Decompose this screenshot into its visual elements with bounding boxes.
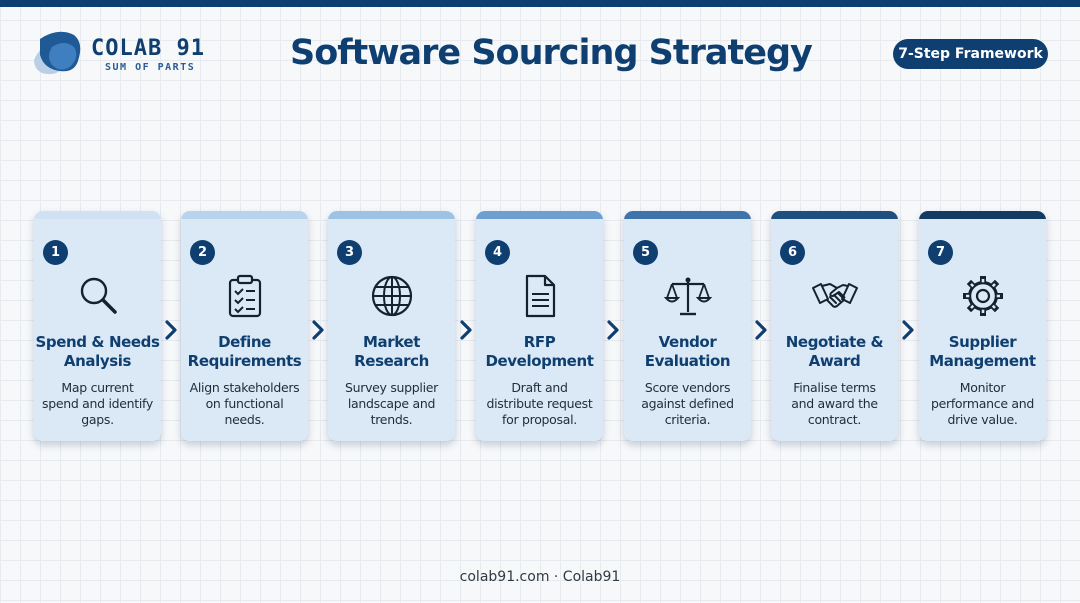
step-description: Map current spend and identify gaps. [38,380,157,428]
chevron-right-icon [607,320,619,340]
step-card-6: 6 Negotiate & Award Finalise terms and a… [771,211,898,441]
step-number-badge: 5 [633,240,658,265]
step-description-line: Draft and [511,380,568,395]
top-accent-bar [0,0,1080,7]
step-description-line: needs. [224,412,265,427]
step-title-line: Evaluation [644,352,731,370]
step-color-band [476,211,603,219]
step-description-line: performance and [930,396,1035,411]
logo-mark-icon [34,31,81,75]
logo-name: COLAB 91 [91,36,205,61]
step-title: Spend & Needs Analysis [34,333,161,371]
step-card-body: 6 Negotiate & Award Finalise terms and a… [771,219,898,441]
step-description-line: Map current [61,380,134,395]
step-description-line: Align stakeholders [189,380,300,395]
step-title: Vendor Evaluation [624,333,751,371]
step-description: Score vendors against defined criteria. [628,380,747,428]
step-description-line: Monitor [959,380,1006,395]
chevron-right-icon [460,320,472,340]
step-number-badge: 3 [337,240,362,265]
scales-icon [664,277,712,316]
step-description: Align stakeholders on functional needs. [185,380,304,428]
globe-icon [371,275,413,317]
step-color-band [771,211,898,219]
logo: COLAB 91 SUM OF PARTS [30,27,220,83]
step-description-line: contract. [807,412,862,427]
step-title-line: Negotiate & [785,333,884,351]
chevron-right-icon [902,320,914,340]
step-color-band [181,211,308,219]
step-title-line: Spend & Needs [35,333,160,351]
step-number-badge: 4 [485,240,510,265]
step-description-line: Survey supplier [344,380,439,395]
step-description-line: Score vendors [644,380,731,395]
step-color-band [34,211,161,219]
step-card-body: 3 Market Research Survey supplier landsc… [328,219,455,441]
step-description-line: trends. [370,412,413,427]
step-description-line: and award the [791,396,878,411]
step-card-7: 7 Supplier Management Monitor [919,211,1046,441]
step-card-body: 2 Define Requirements Align stakeholders… [181,219,308,441]
step-title: Market Research [328,333,455,371]
step-description-line: spend and identify [41,396,154,411]
step-number-badge: 1 [43,240,68,265]
step-color-band [624,211,751,219]
step-title-line: Market [363,333,420,351]
step-description-line: criteria. [664,412,711,427]
step-title-line: RFP [523,333,556,351]
step-number-badge: 2 [190,240,215,265]
step-title: Negotiate & Award [771,333,898,371]
step-card-1: 1 Spend & Needs Analysis Map current spe… [34,211,161,441]
step-title-line: Development [485,352,594,370]
step-color-band [328,211,455,219]
step-description-line: on functional [205,396,284,411]
step-card-3: 3 Market Research Survey supplier landsc… [328,211,455,441]
step-title: RFP Development [476,333,603,371]
step-description: Monitor performance and drive value. [923,380,1042,428]
step-title-line: Award [808,352,861,370]
gear-icon [963,276,1003,316]
step-description: Finalise terms and award the contract. [775,380,894,428]
step-title-line: Vendor [658,333,717,351]
step-card-4: 4 RFP Development Draft and distribute r… [476,211,603,441]
step-description-line: distribute request [486,396,593,411]
step-description: Draft and distribute request for proposa… [480,380,599,428]
step-card-body: 5 Vendor Evaluation Score vendors agains… [624,219,751,441]
page-title: Software Sourcing Strategy [290,33,813,73]
step-color-band [919,211,1046,219]
step-card-5: 5 Vendor Evaluation Score vendors agains… [624,211,751,441]
step-description-line: against defined [641,396,734,411]
footer-text: colab91.com · Colab91 [459,569,621,585]
step-card-2: 2 Define Requirements Align stakeholders… [181,211,308,441]
step-card-body: 7 Supplier Management Monitor [919,219,1046,441]
step-title-line: Supplier [948,333,1017,351]
clipboard-checklist-icon [228,274,262,318]
magnifying-glass-icon [80,277,117,314]
step-description: Survey supplier landscape and trends. [332,380,451,428]
step-title-line: Requirements [187,352,302,370]
document-icon [525,274,556,318]
handshake-icon [812,283,858,308]
step-description-line: landscape and [347,396,436,411]
logo-tagline: SUM OF PARTS [105,62,196,73]
step-number-badge: 6 [780,240,805,265]
step-description-line: gaps. [81,412,114,427]
step-title-line: Define [218,333,271,351]
framework-badge: 7-Step Framework [893,39,1048,69]
step-title-line: Analysis [63,352,132,370]
step-title-line: Management [929,352,1036,370]
step-description-line: drive value. [947,412,1018,427]
step-description-line: Finalise terms [793,380,876,395]
chevron-right-icon [165,320,177,340]
chevron-right-icon [755,320,767,340]
step-title-line: Research [354,352,429,370]
step-title: Supplier Management [919,333,1046,371]
step-title: Define Requirements [181,333,308,371]
chevron-right-icon [312,320,324,340]
step-number-badge: 7 [928,240,953,265]
step-card-body: 4 RFP Development Draft and distribute r… [476,219,603,441]
step-description-line: for proposal. [502,412,577,427]
step-card-body: 1 Spend & Needs Analysis Map current spe… [34,219,161,441]
